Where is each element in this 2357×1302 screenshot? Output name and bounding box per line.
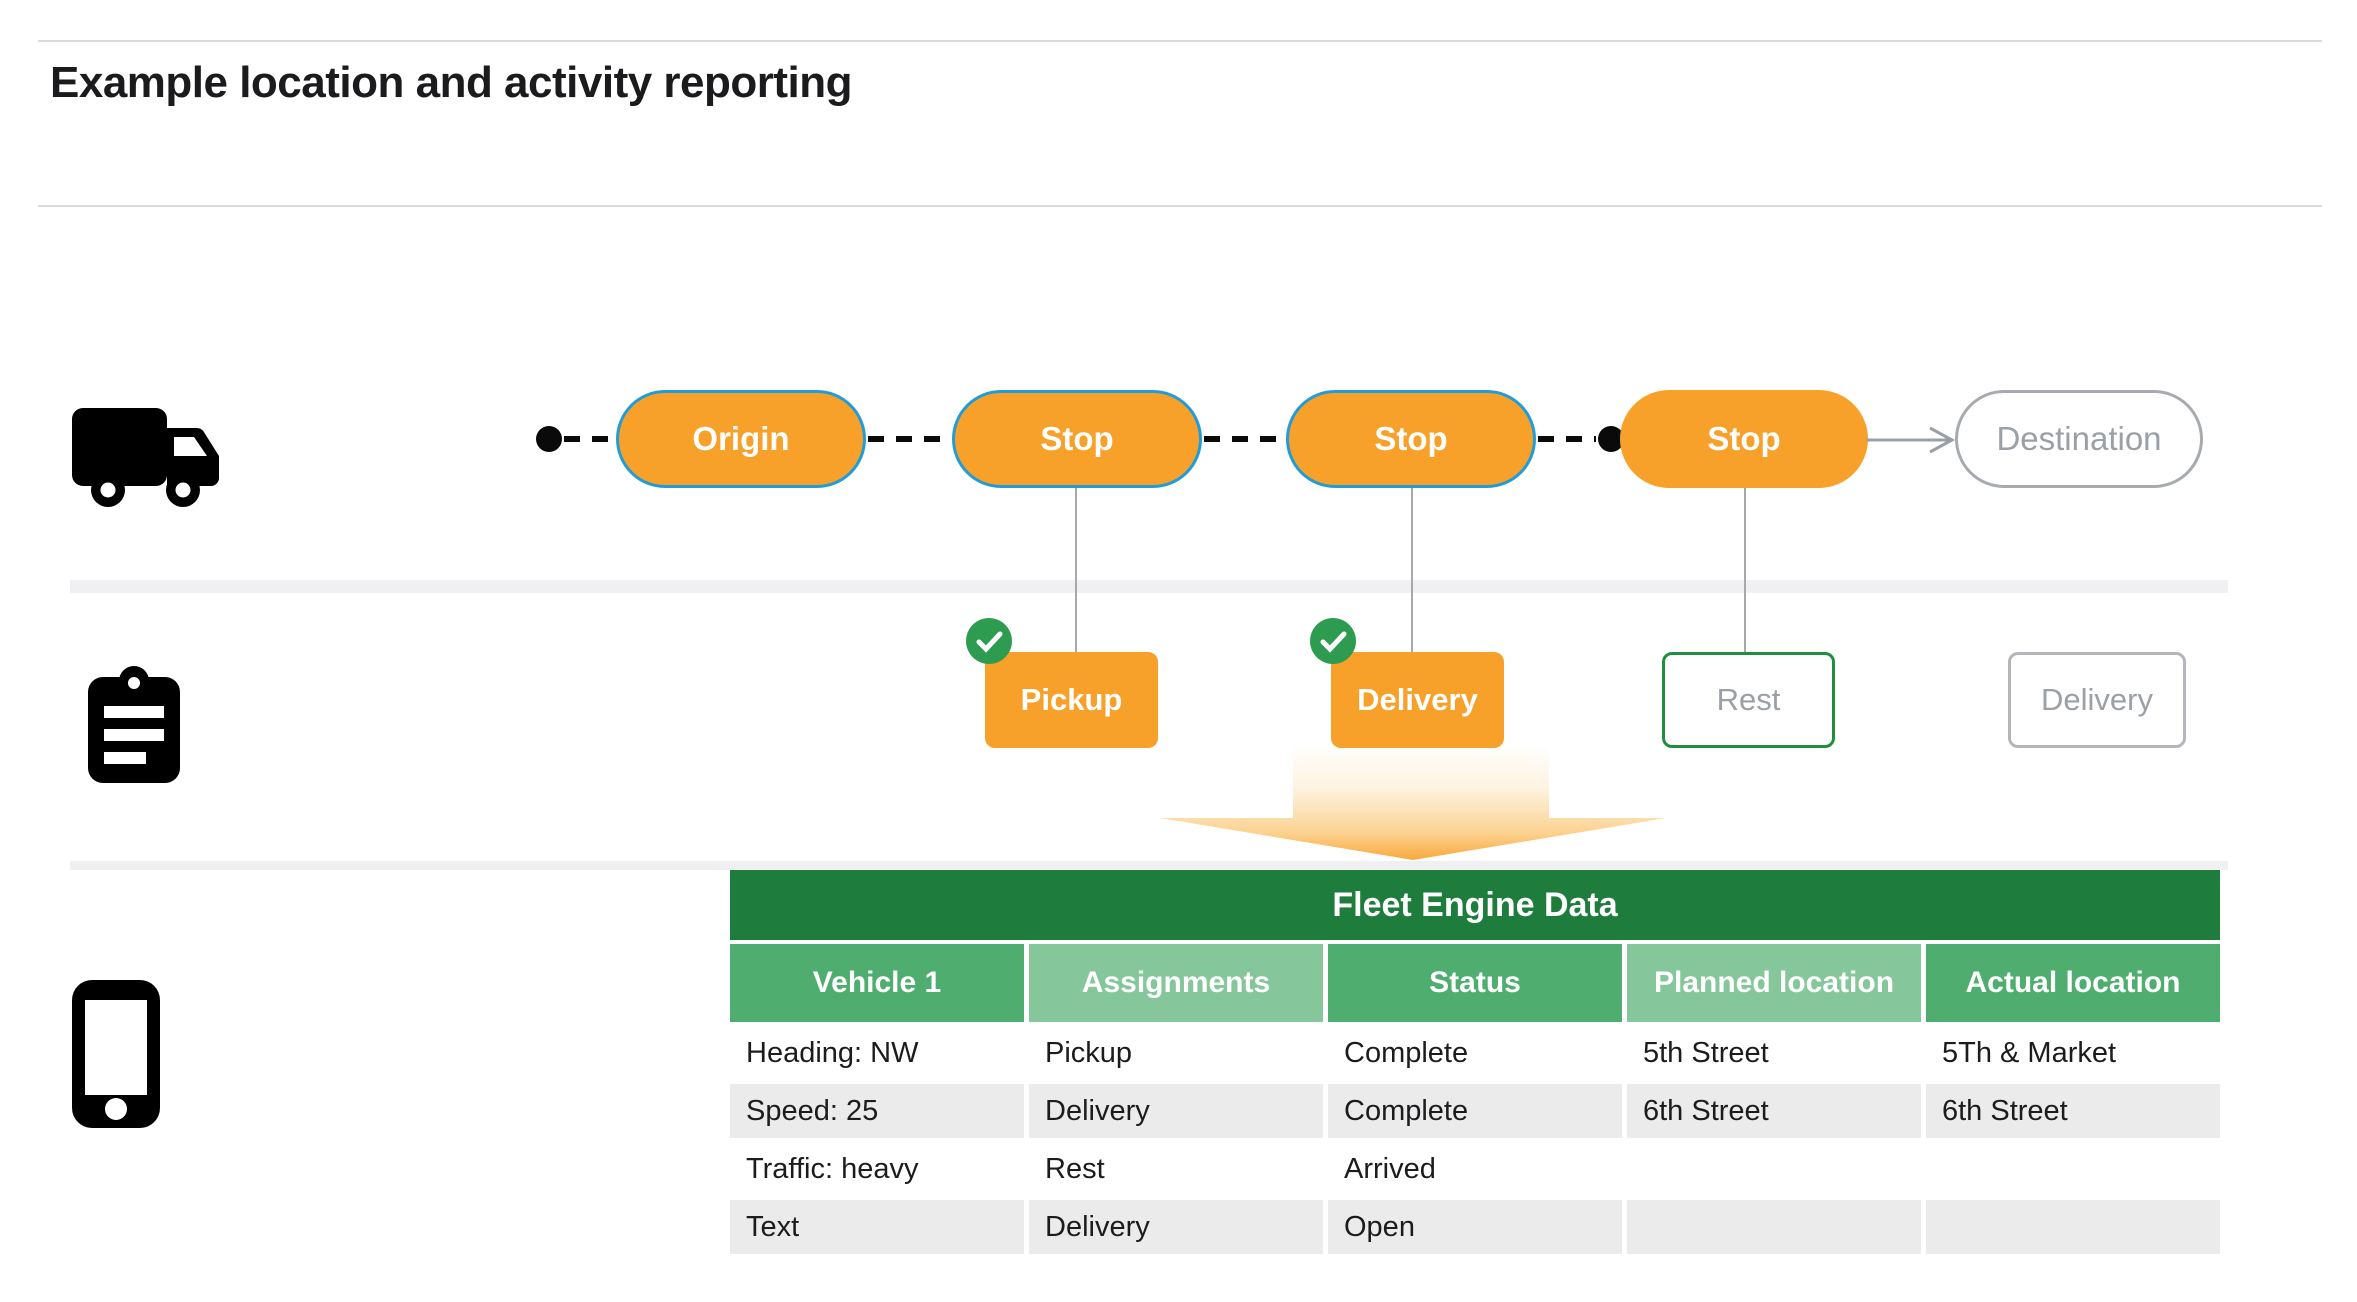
column-header-actual-location: Actual location — [1926, 944, 2220, 1022]
table-header-row: Vehicle 1 Assignments Status Planned loc… — [730, 944, 2220, 1022]
route-stop-1: Stop — [952, 390, 1202, 488]
task-rest: Rest — [1662, 652, 1835, 748]
clipboard-tasks-icon — [88, 666, 180, 783]
truck-icon — [72, 408, 219, 507]
stop-task-connector — [1744, 488, 1746, 652]
column-header-assignments: Assignments — [1029, 944, 1323, 1022]
route-stop-destination: Destination — [1955, 390, 2203, 488]
fleet-engine-table: Fleet Engine Data Vehicle 1 Assignments … — [730, 870, 2220, 1254]
table-cell: Complete — [1344, 1036, 1469, 1069]
table-row: Heading: NW Pickup Complete 5th Street 5… — [730, 1026, 2220, 1080]
table-cell — [1627, 1142, 1921, 1196]
table-cell: 6th Street — [1627, 1084, 1921, 1138]
table-cell — [1926, 1200, 2220, 1254]
vehicle-position-dot — [1598, 426, 1624, 452]
table-cell: 6th Street — [1926, 1084, 2220, 1138]
task-delivery-2: Delivery — [2008, 652, 2186, 748]
route-stop-2: Stop — [1286, 390, 1536, 488]
table-cell: Heading: NW — [746, 1036, 919, 1069]
table-cell: Traffic: heavy — [746, 1152, 919, 1185]
table-row: Text Delivery Open — [730, 1200, 2220, 1254]
table-cell: Rest — [1045, 1152, 1105, 1185]
check-icon — [1310, 618, 1356, 664]
route-dashed-segment — [1204, 436, 1286, 442]
stop-task-connector — [1411, 488, 1413, 652]
top-divider — [38, 40, 2322, 42]
stop-task-connector — [1075, 488, 1077, 652]
table-row: Speed: 25 Delivery Complete 6th Street 6… — [730, 1084, 2220, 1138]
table-cell: 5th Street — [1643, 1036, 1769, 1069]
table-row: Traffic: heavy Rest Arrived — [730, 1142, 2220, 1196]
table-title: Fleet Engine Data — [730, 870, 2220, 940]
table-cell — [1627, 1200, 1921, 1254]
destination-arrow-icon — [1866, 426, 1956, 454]
table-cell: Open — [1328, 1200, 1622, 1254]
route-stop-3: Stop — [1620, 390, 1868, 488]
table-cell: 5Th & Market — [1942, 1036, 2117, 1069]
column-header-vehicle: Vehicle 1 — [730, 944, 1024, 1022]
route-stop-origin: Origin — [616, 390, 866, 488]
section-divider-tasks-data — [70, 861, 2228, 870]
table-cell: Complete — [1328, 1084, 1622, 1138]
column-header-planned-location: Planned location — [1627, 944, 1921, 1022]
table-cell: Speed: 25 — [730, 1084, 1024, 1138]
route-dashed-segment — [564, 436, 616, 442]
table-cell: Pickup — [1045, 1036, 1133, 1069]
table-cell — [1926, 1142, 2220, 1196]
table-cell: Delivery — [1029, 1084, 1323, 1138]
table-cell: Arrived — [1344, 1152, 1436, 1185]
route-dashed-segment — [1538, 436, 1596, 442]
data-flow-arrow — [1160, 748, 1666, 860]
table-cell: Text — [730, 1200, 1024, 1254]
table-cell: Delivery — [1029, 1200, 1323, 1254]
page-title: Example location and activity reporting — [50, 58, 853, 107]
title-divider — [38, 205, 2322, 207]
task-pickup: Pickup — [985, 652, 1158, 748]
task-delivery-1: Delivery — [1331, 652, 1504, 748]
check-icon — [966, 618, 1012, 664]
route-start-dot — [536, 426, 562, 452]
mobile-phone-icon — [72, 980, 160, 1128]
column-header-status: Status — [1328, 944, 1622, 1022]
section-divider-vehicle-tasks — [70, 580, 2228, 593]
route-dashed-segment — [868, 436, 952, 442]
